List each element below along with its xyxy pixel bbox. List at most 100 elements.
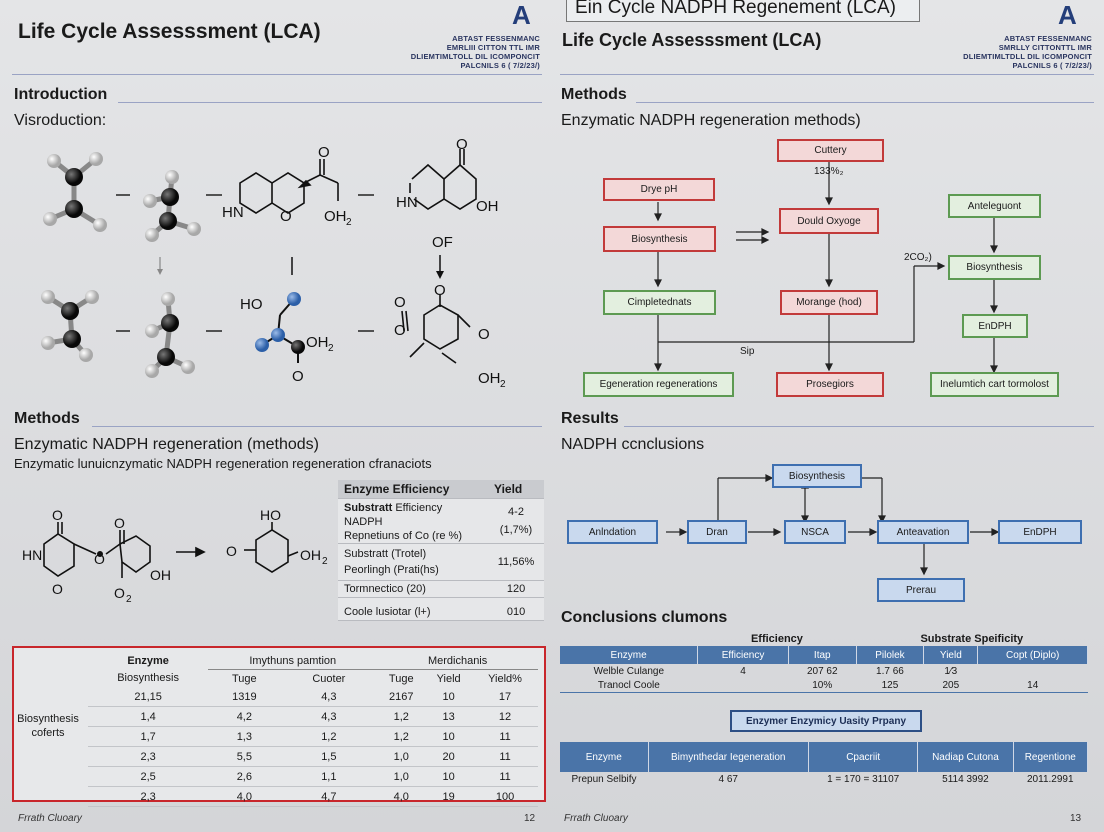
table-cell: Tranocl Coole — [597, 679, 660, 691]
page-number: 12 — [524, 813, 536, 824]
table-cell: 13 — [425, 706, 473, 727]
flow-node-nsca: NSCA — [784, 520, 846, 544]
footer-text: Frrath Cluoary — [564, 813, 628, 824]
atom-label: OH — [300, 547, 321, 563]
atom-label: OH — [150, 567, 171, 583]
meta-line: ABTAST FESSENMANC — [1004, 34, 1092, 43]
section-heading-results: Results — [561, 410, 619, 427]
table-cell: 2,3 — [88, 746, 209, 767]
top-banner: Ein Cycle NADPH Regenement (LCA) — [566, 0, 920, 22]
atom-label: O — [52, 507, 63, 523]
flow-label-pct: 133%₂ — [814, 166, 844, 177]
results-table: Enzyme Imythuns pamtion Merdichanis Bios… — [88, 652, 538, 807]
flow-node-proseglors: Prosegiors — [776, 372, 884, 397]
flow-node-regeneration: Egeneration regenerations — [583, 372, 734, 397]
slide-meta: ABTAST FESSENMANC EMRLIII CITTON TTL IMR… — [380, 34, 540, 70]
table-cell: NADPH — [344, 516, 383, 528]
table-header: Tuge — [388, 672, 414, 685]
table-cell: 17 — [472, 687, 538, 707]
table-cell: 207 62 — [806, 665, 838, 677]
atom-label: 2 — [346, 217, 352, 228]
table-cell: Substratt — [344, 502, 393, 514]
ball-stick-molecule — [143, 170, 201, 242]
atom-label: O — [292, 368, 304, 385]
atom-label: O — [456, 136, 468, 153]
table-cell: 4,2 — [208, 706, 281, 727]
atom-label: HO — [260, 507, 281, 523]
table-cell: 205 — [942, 679, 960, 691]
ball-stick-molecule — [145, 292, 195, 378]
atom-label: OH — [324, 208, 347, 225]
table-cell: 4,7 — [280, 786, 378, 807]
table-cell: 2,5 — [88, 766, 209, 787]
table-cell: 125 — [881, 679, 899, 691]
table-cell: 1 = 170 = 31107 — [827, 774, 900, 785]
flow-node-biosynthesis-green: Biosynthesis — [948, 255, 1041, 280]
table-header: Enzyme — [560, 646, 699, 664]
atom-label: O — [280, 208, 292, 225]
slide-title: Life Cycle Assesssment (LCA) — [562, 30, 822, 50]
table-cell — [698, 678, 789, 693]
table-header: Yield% — [488, 672, 522, 685]
atom-label: 2 — [328, 343, 334, 354]
atom-label: HN — [22, 547, 42, 563]
section-heading-introduction: Introduction — [14, 86, 108, 103]
atom-label: O — [52, 581, 63, 597]
meta-line: ABTAST FESSENMANC — [452, 34, 540, 43]
section-caption: Enzymatic lunuicnzymatic NADPH regenerat… — [14, 456, 432, 471]
table-header: Enzyme Efficiency — [338, 480, 489, 499]
table-header: Itap — [788, 646, 857, 664]
table-cell: 2,6 — [208, 766, 281, 787]
table-row: Tormnectico (20) 120 — [338, 580, 544, 598]
table-cell: 1.7 66 — [876, 665, 904, 677]
table-header: Biosynthesis — [117, 672, 179, 685]
table-header: Copt (Diplo) — [977, 646, 1088, 664]
table-cell: 14 — [1027, 679, 1039, 691]
table-cell: 4,3 — [280, 706, 378, 727]
table-cell: 20 — [425, 746, 473, 767]
table-group-header: Merdichanis — [377, 652, 538, 670]
flow-node-anlndation: Anlndation — [567, 520, 658, 544]
table-cell: 1,2 — [280, 726, 378, 747]
table-cell: 2011.2991 — [1027, 774, 1074, 785]
table-header: Yield — [436, 672, 461, 685]
table-cell: 21,15 — [88, 687, 209, 707]
flow-node-biosynthesis: Biosynthesis — [772, 464, 862, 488]
atom-label: HN — [222, 204, 244, 221]
page-number: 13 — [1070, 813, 1082, 824]
logo-icon: A — [512, 0, 531, 30]
section-subheading: Enzymatic NADPH regeneration (methods) — [14, 436, 320, 453]
table-row: Substratt (Trotel) Peorlingh (Prati(hs) … — [338, 543, 544, 581]
table-group-header: Imythuns pamtion — [208, 652, 378, 670]
table-cell: 1,3 — [208, 726, 281, 747]
row-group-label: Biosynthesis coferts — [16, 712, 80, 740]
table-cell: 1,0 — [377, 746, 426, 767]
atom-label: HO — [240, 296, 263, 313]
structural-formula — [409, 149, 477, 210]
table-cell: 1,0 — [377, 766, 426, 787]
enzyme-property-table: Enzyme Bimynthedar Iegeneration Cpacriit… — [560, 742, 1089, 787]
table-row: Coole lusiotar (l+) 010 — [338, 597, 544, 621]
table-cell: 10 — [425, 687, 473, 707]
table-cell: 2,3 — [88, 786, 209, 807]
section-heading-methods: Methods — [14, 410, 80, 427]
atom-label: O — [394, 294, 406, 311]
flow-node-dould: Dould Oxyoge — [779, 208, 879, 234]
slide-title: Life Cycle Assesssment (LCA) — [18, 20, 321, 43]
flow-node-prerau: Prerau — [877, 578, 965, 602]
table-cell: 11 — [472, 726, 538, 747]
table-header: Bimynthedar Iegeneration — [648, 742, 809, 772]
ball-stick-molecule — [41, 290, 99, 362]
table-cell: 11,56% — [488, 543, 544, 581]
table-cell: Repnetiuns of Co (re %) — [344, 530, 462, 542]
atom-label: OH — [306, 334, 329, 351]
divider — [92, 426, 542, 427]
section-subheading: Enzymatic NADPH regeneration methods) — [561, 112, 861, 129]
meta-line: PALCNILS 6 ( 7/2/23/) — [1012, 61, 1092, 70]
